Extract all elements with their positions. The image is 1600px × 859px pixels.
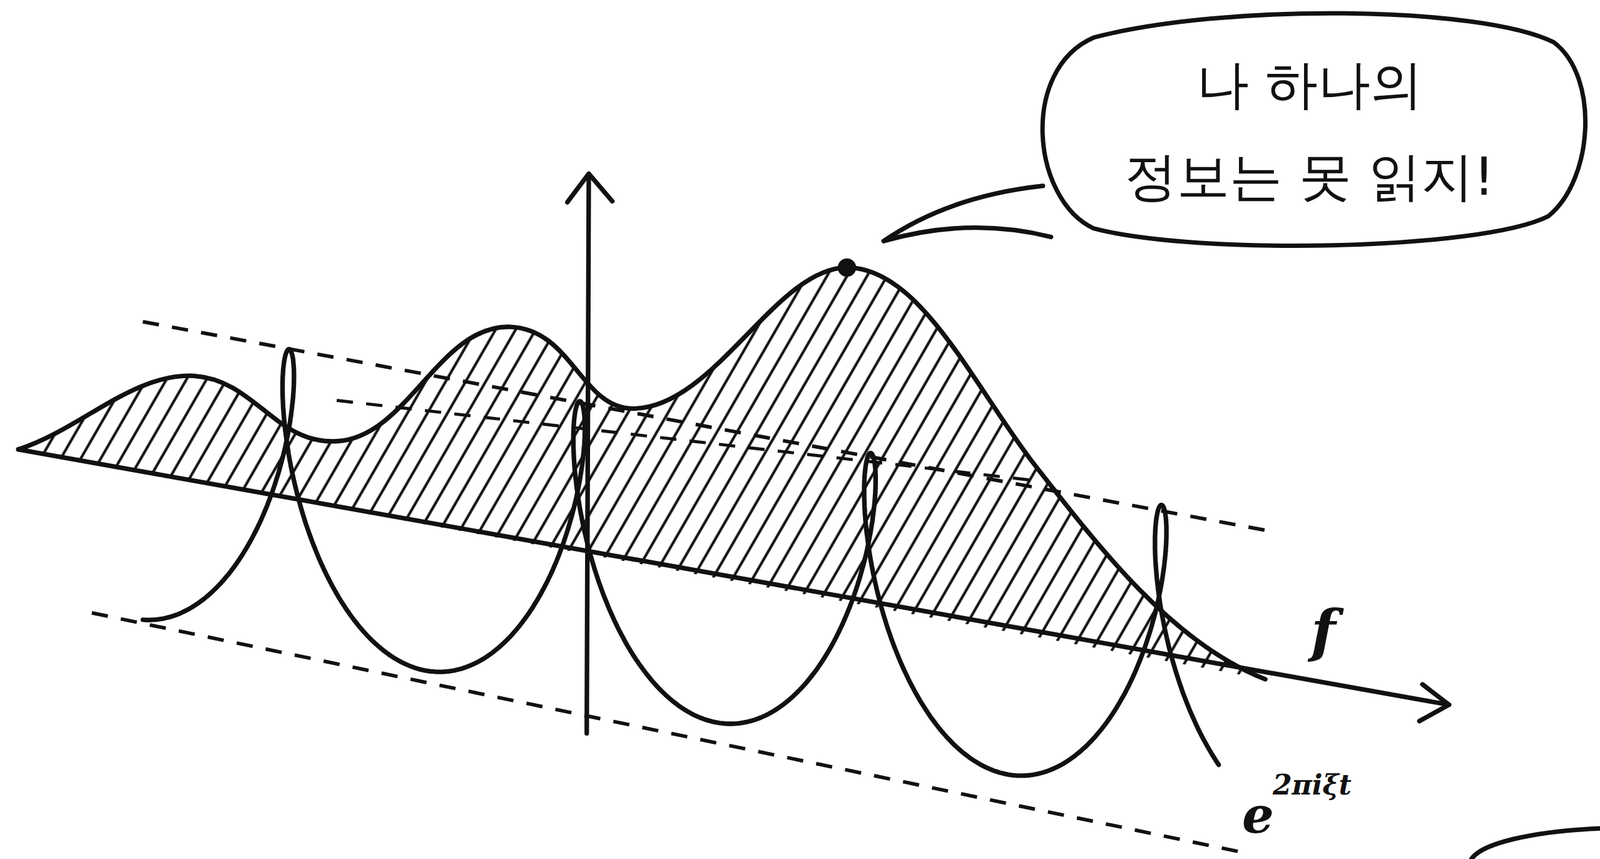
exponential-base: e (1242, 789, 1274, 840)
bubble-text: 나 하나의 정보는 못 읽지! (1118, 38, 1501, 223)
function-label: f (1310, 601, 1336, 660)
partial-bubble (1471, 827, 1600, 859)
bubble-outline-path (1042, 13, 1585, 246)
speech-bubble: 나 하나의 정보는 못 읽지! (1025, 8, 1594, 253)
vertical-axis (586, 175, 589, 734)
hatched-area (18, 267, 1266, 679)
exponent: 2πiξt (1272, 770, 1352, 799)
axis-arrowhead (1419, 683, 1449, 721)
complex-exponential-helix (142, 349, 1219, 776)
dashed-guide (336, 400, 1031, 480)
bubble-tail (883, 185, 1051, 241)
axis-arrowhead (567, 173, 613, 203)
dashed-guide (91, 612, 1246, 853)
function-curve (18, 267, 1266, 679)
bubble-text-wrap: 나 하나의 정보는 못 읽지! (1118, 38, 1501, 223)
peak-dot (837, 258, 857, 277)
bubble-outline (1025, 8, 1594, 253)
